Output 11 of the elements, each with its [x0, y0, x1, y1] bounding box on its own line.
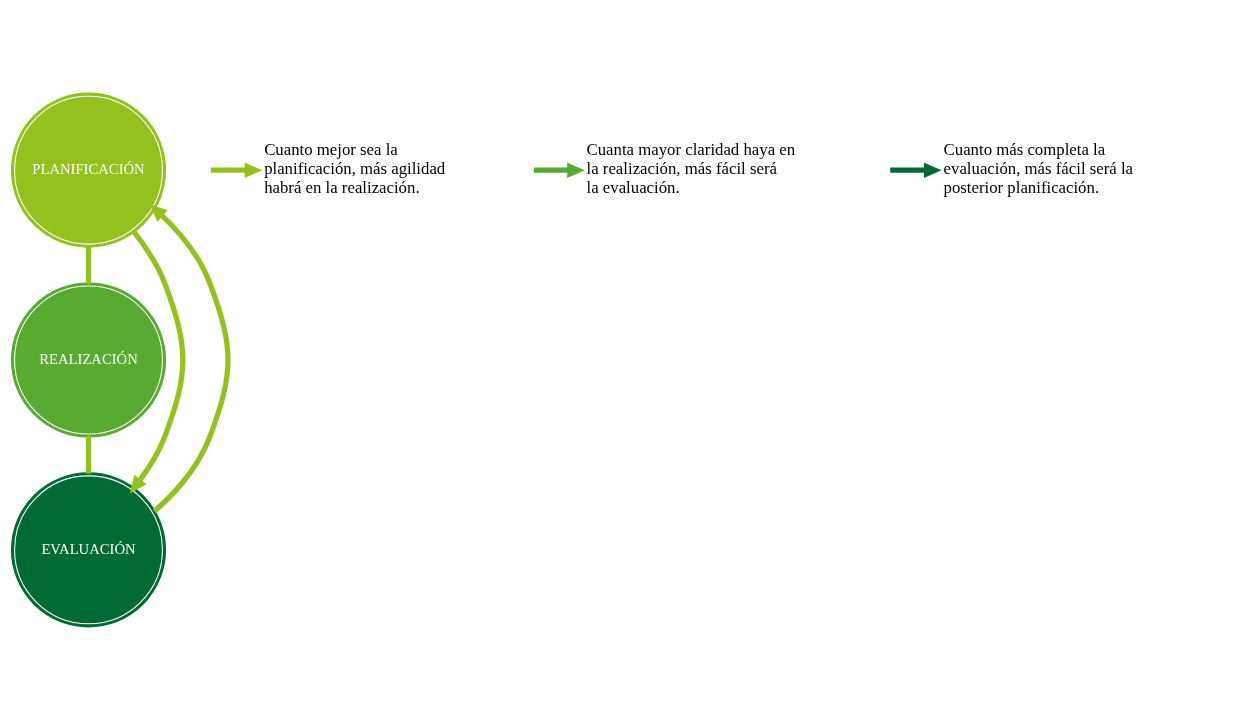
node-text: Cuanta mayor claridad haya en la realización, más fácil será la evaluación.: [586, 140, 796, 198]
arrow: [533, 162, 585, 178]
connector: [85, 436, 92, 474]
arrow: [149, 204, 231, 514]
arrow: [210, 162, 263, 178]
arrow: [890, 162, 942, 178]
arrow: [129, 230, 186, 494]
node-text: Cuanto más completa la evaluación, más fácil será la posterior planificación.: [943, 140, 1134, 198]
node-text: Cuanto mejor sea la planificación, más agilidad habrá en la realización.: [264, 140, 446, 198]
connector: [85, 246, 92, 284]
node-circle: REALIZACIÓN: [10, 282, 167, 438]
